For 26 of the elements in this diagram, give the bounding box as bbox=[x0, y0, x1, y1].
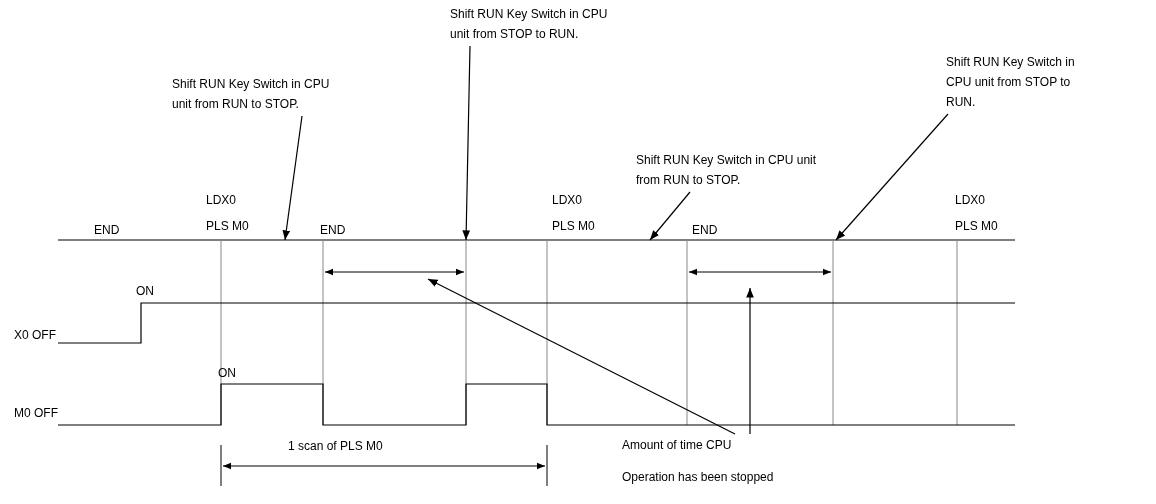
annotation-text: Operation has been stopped bbox=[622, 469, 774, 486]
signal-label: LDX0 bbox=[955, 192, 986, 208]
leader-line bbox=[649, 191, 691, 241]
signal-label: LDX0 bbox=[206, 192, 237, 208]
signal-label: END bbox=[692, 222, 718, 238]
leader-line bbox=[427, 278, 736, 435]
signal-label: PLS M0 bbox=[552, 218, 595, 234]
callout-text: Shift RUN Key Switch in CPU unit from RUN to STOP. bbox=[636, 152, 818, 189]
signal-label: 1 scan of PLS M0 bbox=[288, 438, 383, 454]
callout-text: Shift RUN Key Switch in CPU unit from RUN to STOP. bbox=[172, 76, 331, 113]
leader-line bbox=[282, 115, 303, 241]
annotation-text: Amount of time CPU bbox=[622, 437, 732, 454]
signal-label: PLS M0 bbox=[206, 218, 249, 234]
callout-text: Shift RUN Key Switch in CPU unit from STOP to RUN. bbox=[450, 6, 609, 43]
signal-label: M0 OFF bbox=[14, 405, 58, 421]
leader-line bbox=[835, 113, 949, 241]
signal-label: ON bbox=[136, 283, 154, 299]
leader-line bbox=[462, 45, 471, 241]
signal-label: END bbox=[320, 222, 346, 238]
leader-line bbox=[746, 287, 754, 435]
signal-label: PLS M0 bbox=[955, 218, 998, 234]
callout-text: Shift RUN Key Switch in CPU unit from STOP to RUN. bbox=[946, 54, 1076, 111]
signal-label: X0 OFF bbox=[14, 327, 56, 343]
signal-label: ON bbox=[218, 365, 236, 381]
signal-label: END bbox=[94, 222, 120, 238]
signal-label: LDX0 bbox=[552, 192, 583, 208]
